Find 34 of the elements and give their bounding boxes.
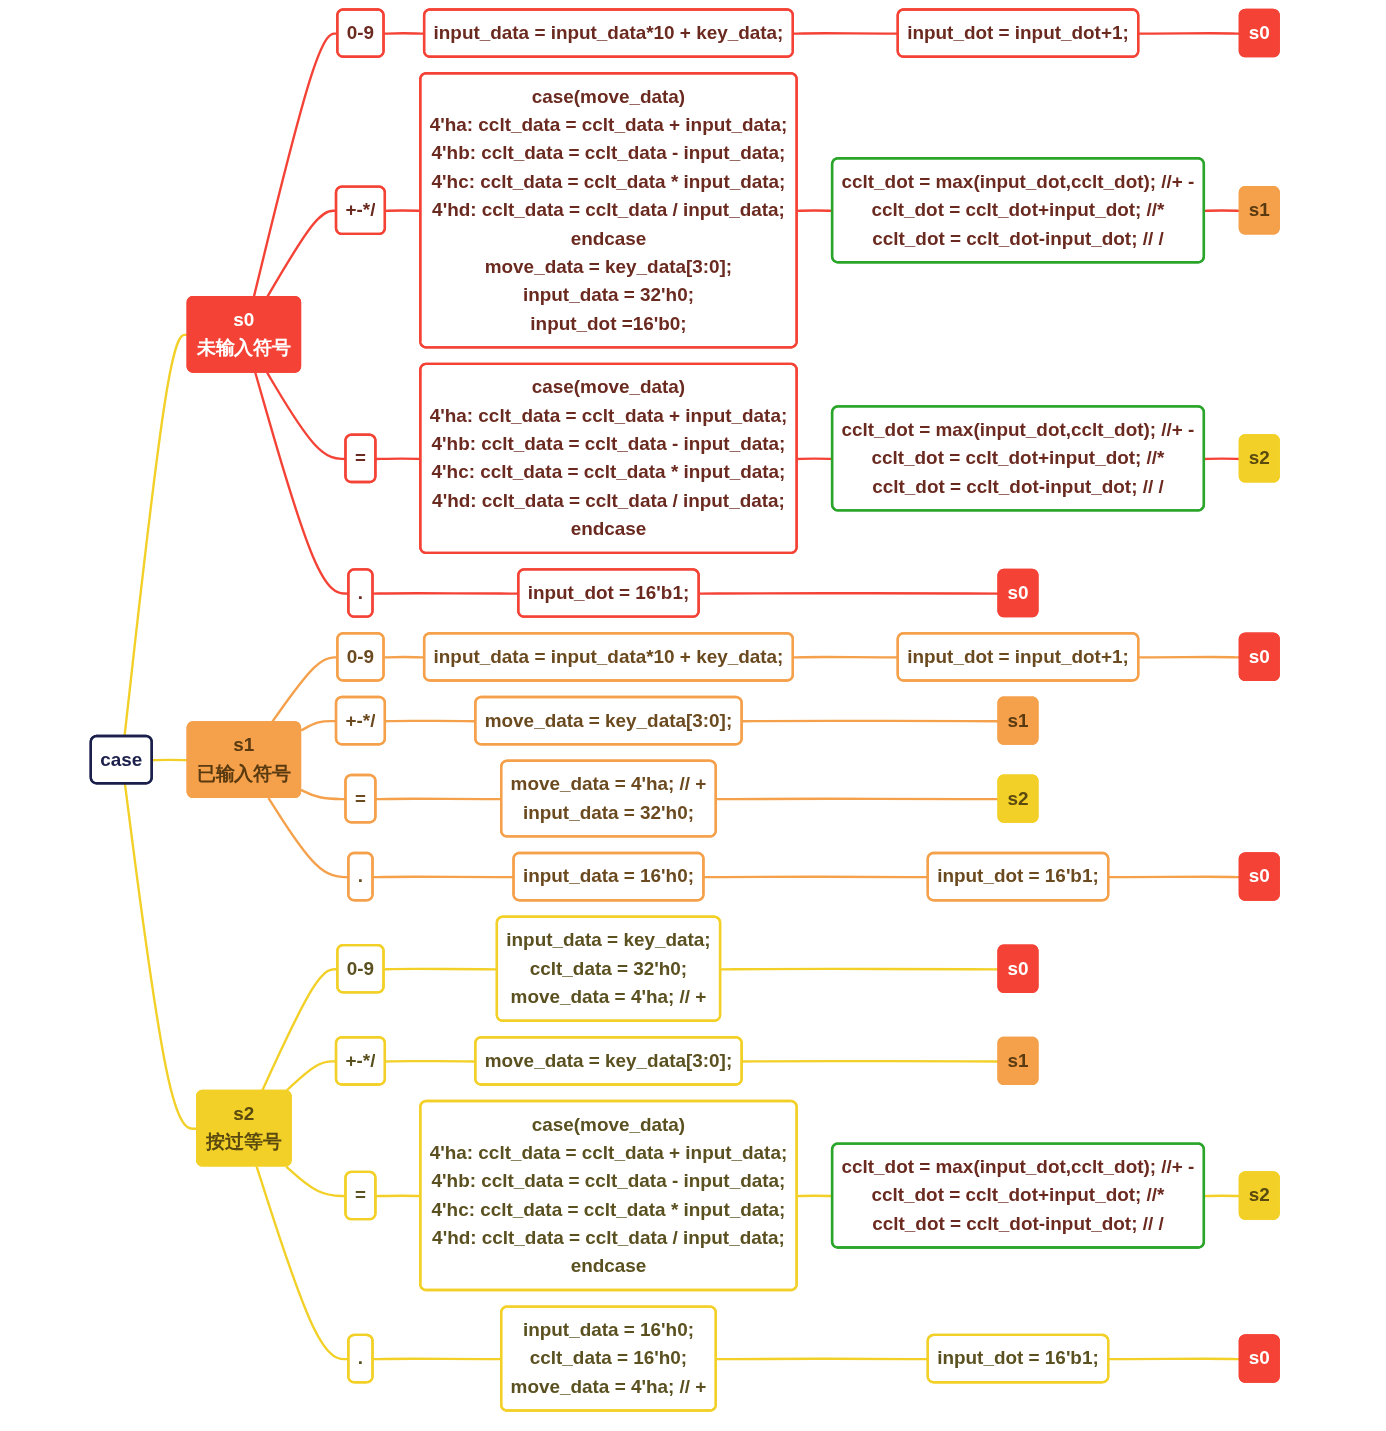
connector [373, 1357, 502, 1361]
connector [384, 655, 425, 659]
connector [152, 758, 188, 762]
connector [797, 457, 833, 461]
connector [1138, 32, 1240, 35]
connector [261, 968, 338, 1092]
connector [300, 719, 337, 732]
connector [797, 209, 833, 213]
connector [742, 1059, 999, 1063]
connector [373, 592, 519, 595]
connector [375, 457, 421, 461]
connector [1204, 457, 1240, 461]
connector [716, 797, 999, 801]
connector [1204, 1194, 1240, 1198]
connector [1204, 209, 1240, 213]
connector [266, 209, 337, 298]
connector [1138, 655, 1240, 659]
connector [385, 1059, 476, 1063]
connector [375, 797, 502, 801]
connector [375, 1194, 421, 1198]
connector [720, 967, 999, 971]
connector [255, 1166, 349, 1361]
connector [797, 1194, 833, 1198]
connector [252, 32, 338, 298]
connector [384, 32, 425, 35]
connector [1108, 875, 1240, 879]
connector [385, 209, 421, 213]
connector [742, 719, 999, 723]
connector [267, 797, 349, 879]
connector [254, 372, 349, 595]
connector [385, 719, 476, 723]
connector [699, 592, 999, 595]
connector [285, 1060, 337, 1092]
connector [1108, 1357, 1240, 1361]
